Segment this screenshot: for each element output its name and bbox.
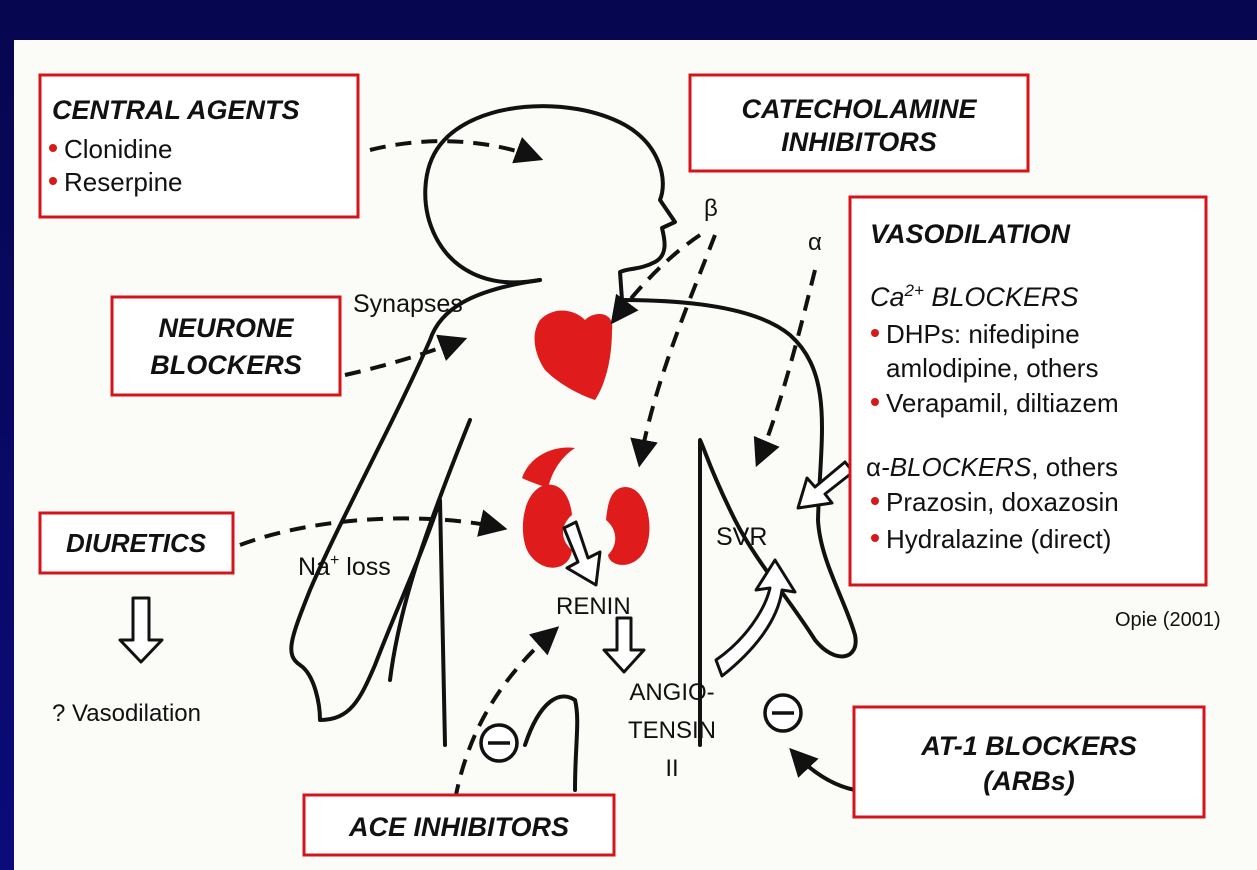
central-agent-item-clonidine: Clonidine	[64, 134, 172, 164]
bullet-verapamil	[871, 398, 879, 406]
catecholamine-title-line1: CATECHOLAMINE	[742, 94, 978, 124]
minus-circle-at1	[765, 695, 801, 731]
bullet-reserpine	[49, 177, 57, 185]
label-na-loss: Na+ loss	[298, 552, 391, 581]
catecholamine-title-line2: INHIBITORS	[781, 127, 937, 157]
arrow-neurone-to-synapses	[345, 340, 462, 375]
ace-inhibitors-title: ACE INHIBITORS	[348, 812, 569, 842]
neurone-blockers-line2: BLOCKERS	[150, 350, 302, 380]
arrow-beta-to-kidney	[640, 235, 715, 462]
ca-blockers-heading: Ca2+ BLOCKERS	[870, 281, 1078, 312]
arrow-central-to-brain	[370, 141, 538, 158]
hollow-arrow-vasodilation-svr	[798, 462, 853, 508]
diuretics-title: DIURETICS	[66, 528, 207, 558]
ca-item-dhps-line2: amlodipine, others	[886, 353, 1098, 383]
at1-blockers-line2: (ARBs)	[983, 766, 1075, 796]
diuretics-effect: ? Vasodilation	[52, 700, 201, 727]
bullet-prazosin	[871, 497, 879, 505]
hollow-arrow-angio-svr	[716, 560, 795, 676]
label-renin: RENIN	[556, 593, 631, 620]
liver-shape	[522, 447, 575, 488]
neurone-blockers-line1: NEURONE	[158, 313, 294, 343]
alpha-blockers-heading: α-BLOCKERS, others	[866, 452, 1118, 482]
label-angio-line2: TENSIN	[628, 717, 716, 744]
alpha-item-hydralazine: Hydralazine (direct)	[886, 524, 1111, 554]
central-agent-item-reserpine: Reserpine	[64, 167, 183, 197]
ca-item-dhps-line1: DHPs: nifedipine	[886, 319, 1080, 349]
leg-inner-left	[525, 696, 577, 790]
bullet-hydralazine	[871, 534, 879, 542]
left-arm-inner	[390, 420, 470, 680]
label-synapses: Synapses	[353, 290, 463, 318]
arrow-alpha-to-svr	[758, 270, 815, 462]
label-angio-line3: II	[665, 755, 678, 782]
hollow-arrow-renin-angio	[604, 618, 644, 672]
vasodilation-title: VASODILATION	[870, 219, 1070, 249]
central-agents-title: CENTRAL AGENTS	[52, 95, 300, 125]
citation-text: Opie (2001)	[1115, 609, 1221, 631]
neurone-blockers-box	[112, 297, 340, 395]
minus-circle-ace	[481, 725, 517, 761]
at1-blockers-box	[854, 707, 1204, 817]
head-outline	[425, 106, 675, 300]
ca-item-verapamil: Verapamil, diltiazem	[886, 388, 1119, 418]
hollow-arrow-diuretics-down	[120, 598, 162, 662]
arrow-beta-to-heart	[614, 235, 700, 320]
label-beta: β	[704, 195, 718, 222]
at1-blockers-line1: AT-1 BLOCKERS	[920, 731, 1137, 761]
bullet-clonidine	[49, 144, 57, 152]
bullet-dhps	[871, 329, 879, 337]
label-alpha: α	[808, 229, 822, 256]
kidney-right-shape	[606, 487, 649, 565]
alpha-item-prazosin: Prazosin, doxazosin	[886, 487, 1119, 517]
arrow-at1-to-minus	[793, 752, 855, 790]
arrow-diuretics-to-kidney	[240, 518, 502, 545]
label-svr: SVR	[716, 523, 767, 551]
label-angio-line1: ANGIO-	[629, 679, 714, 706]
heart-shape	[535, 311, 613, 400]
organs	[522, 311, 649, 568]
